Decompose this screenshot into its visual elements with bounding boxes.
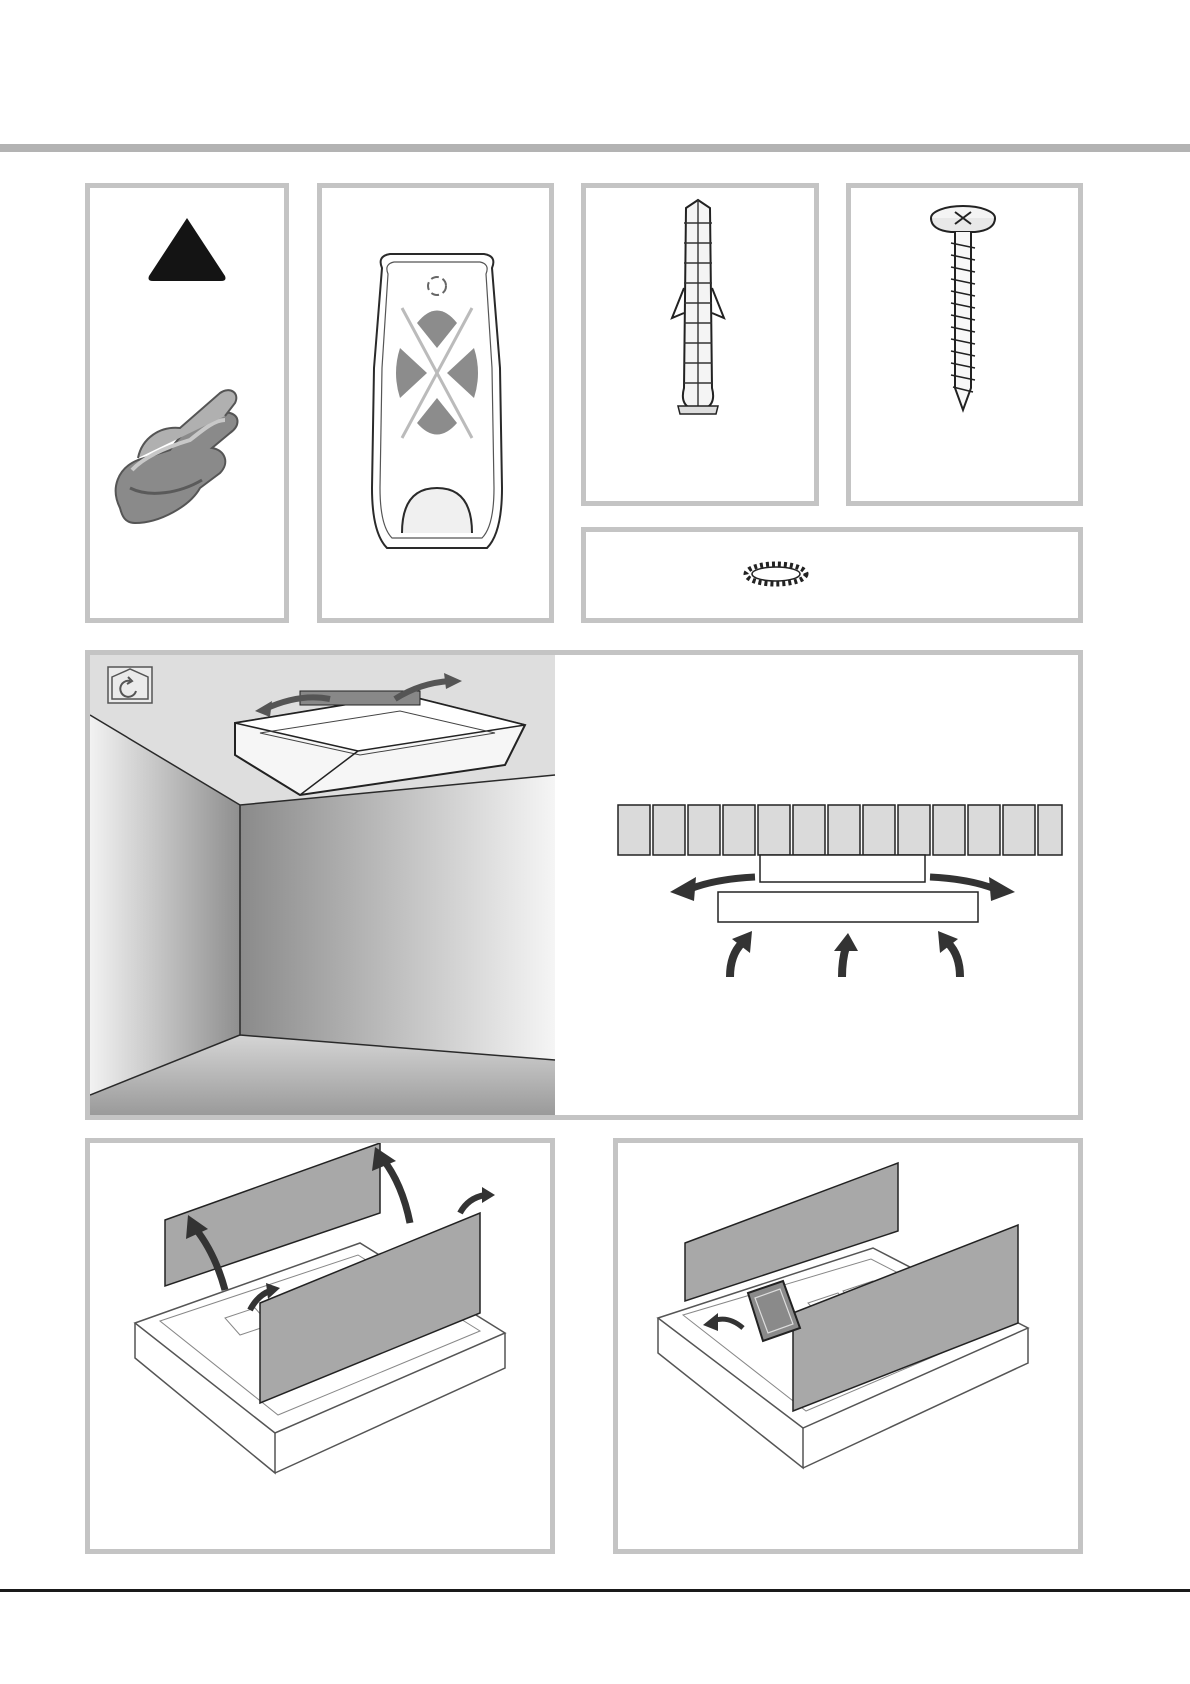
screw-icon: [931, 206, 995, 410]
remote-control-icon: [372, 254, 502, 548]
panels-open-svg: [90, 1143, 550, 1549]
toothed-washer-icon: [746, 564, 806, 584]
outflow-arrow-right: [930, 877, 995, 889]
protective-gloves-icon: [116, 390, 238, 523]
hood-body: [760, 855, 925, 882]
ceiling-blocks: [618, 805, 1062, 855]
screw-panel: [846, 183, 1083, 506]
footer-rule: [0, 1589, 1190, 1592]
hood-panels-opening: [135, 1143, 505, 1473]
warning-triangle-icon: [149, 218, 226, 281]
warning-gloves-panel: [85, 183, 289, 623]
ceiling-hood-svg: [90, 655, 1078, 1115]
header-rule: [0, 144, 1190, 152]
washer-panel: [581, 527, 1083, 623]
remote-control-panel: [317, 183, 554, 623]
panels-open-panel: [85, 1138, 555, 1554]
remote-control-svg: [322, 188, 549, 618]
ceiling-hood-panel: [85, 650, 1083, 1120]
outflow-arrow-left: [690, 877, 755, 889]
airflow-diagram: [618, 805, 1062, 977]
filter-removal-svg: [618, 1143, 1078, 1549]
hood-filter-removal: [658, 1163, 1028, 1468]
recirculation-mode-icon: [108, 667, 152, 703]
inflow-arrow-right: [948, 943, 960, 977]
wall-plug-svg: [586, 188, 814, 501]
screw-svg: [851, 188, 1078, 501]
warning-gloves-svg: [90, 188, 284, 618]
inflow-arrow-left: [730, 943, 742, 977]
inflow-arrow-center: [842, 947, 846, 977]
hood-panel: [718, 892, 978, 922]
wall-plug-panel: [581, 183, 819, 506]
filter-removal-panel: [613, 1138, 1083, 1554]
washer-svg: [586, 532, 1078, 618]
ceiling-hood-in-room: [90, 655, 555, 1115]
wall-plug-icon: [672, 200, 724, 414]
